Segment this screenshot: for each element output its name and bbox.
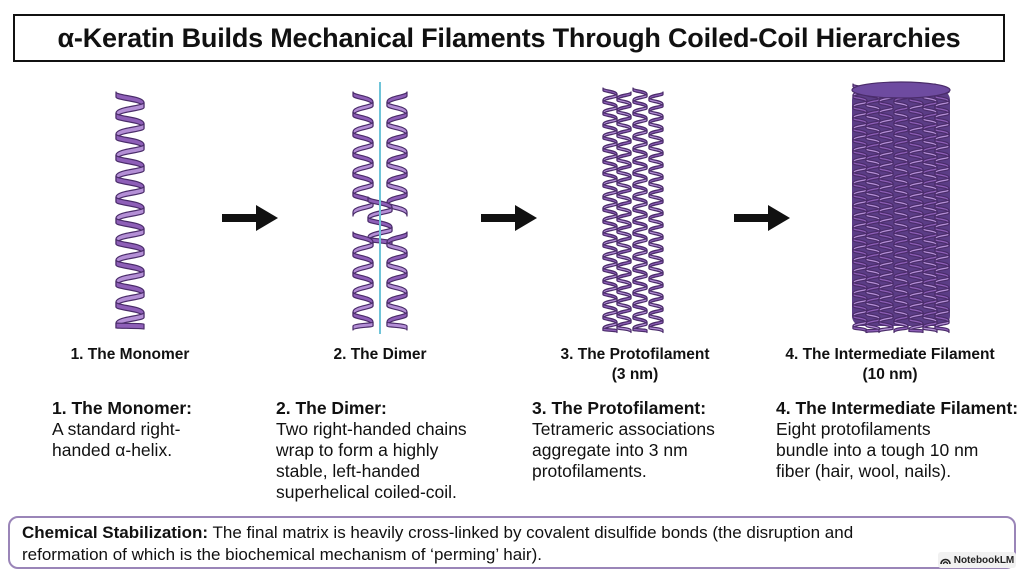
page-title: α-Keratin Builds Mechanical Filaments Th… <box>57 22 961 53</box>
arrow-right-icon <box>734 205 790 231</box>
title-box: α-Keratin Builds Mechanical Filaments Th… <box>13 14 1005 62</box>
monomer-helix-illustration <box>115 91 145 330</box>
protofilament-illustration <box>602 87 664 334</box>
intermediate-filament-illustration <box>851 81 951 334</box>
helix-ribbon-segment <box>922 325 938 334</box>
chemical-stabilization-box: Chemical Stabilization: The final matrix… <box>8 516 1016 569</box>
helix-ribbon-segment <box>908 328 924 334</box>
desc-protofilament: 3. The Protofilament: Tetrameric associa… <box>532 398 715 481</box>
helix-ribbon-segment <box>352 321 374 331</box>
monomer-helix <box>115 91 145 330</box>
stage-label-protofilament: 3. The Protofilament (3 nm) <box>560 346 710 383</box>
stage-label-dimer: 2. The Dimer <box>333 346 427 363</box>
helix-ribbon-segment <box>852 325 868 334</box>
arrow-right-icon <box>222 205 278 231</box>
helix-ribbon-segment <box>865 328 881 334</box>
helix-ribbon-segment <box>878 325 894 334</box>
helix-ribbon-segment <box>616 325 632 334</box>
helix-ribbon-segment <box>648 325 664 334</box>
desc-monomer: 1. The Monomer: A standard right- handed… <box>52 398 193 460</box>
desc-dimer: 2. The Dimer: Two right-handed chains wr… <box>276 398 467 502</box>
chemical-stabilization-heading: Chemical Stabilization: <box>22 523 209 542</box>
stage-label-monomer: 1. The Monomer <box>70 346 190 363</box>
dimer-coiled-coil-illustration <box>352 82 408 334</box>
helix-ribbon-segment <box>632 327 648 334</box>
helix-ribbon-segment <box>934 325 950 334</box>
protofilament-strands <box>602 87 664 334</box>
arrow-right-icon <box>481 205 537 231</box>
chemical-stabilization-line2: reformation of which is the biochemical … <box>22 545 542 564</box>
intermediate-filament-bundle <box>851 81 951 334</box>
notebooklm-logo-icon <box>939 558 951 564</box>
helix-ribbon-segment <box>893 325 909 334</box>
filament-top-cap <box>851 81 951 99</box>
helix-ribbon-segment <box>352 201 374 217</box>
helix-ribbon-segment <box>115 322 145 330</box>
stage-label-intermediate-filament: 4. The Intermediate Filament (10 nm) <box>785 346 995 383</box>
notebooklm-badge: NotebookLM <box>938 552 1016 568</box>
helix-ribbon-segment <box>386 321 408 331</box>
helix-ribbon-segment <box>602 327 618 334</box>
chemical-stabilization-line1: The final matrix is heavily cross-linked… <box>208 523 854 542</box>
desc-intermediate-filament: 4. The Intermediate Filament: Eight prot… <box>776 398 1019 481</box>
badge-text: NotebookLM <box>953 554 1015 566</box>
